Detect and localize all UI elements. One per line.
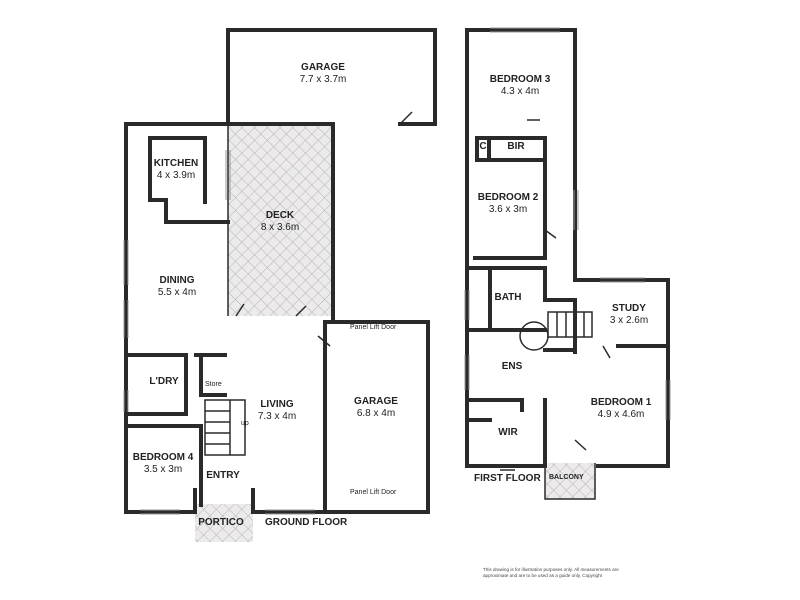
first-floor-title: FIRST FLOOR	[474, 473, 541, 484]
first-floor-walls	[465, 28, 670, 500]
balcony-label: BALCONY	[549, 474, 584, 481]
dining-label: DINING 5.5 x 4m	[158, 275, 196, 299]
c-label: C	[479, 141, 486, 153]
dining-size: 5.5 x 4m	[157, 287, 197, 298]
portico-area	[195, 504, 253, 542]
bir-name: BIR	[507, 141, 525, 152]
store-label: Store	[205, 381, 222, 388]
living-name: LIVING	[260, 399, 294, 410]
kitchen-label: KITCHEN 4 x 3.9m	[154, 158, 198, 182]
balcony-area	[545, 463, 595, 499]
entry-label: ENTRY	[206, 470, 240, 482]
wir-name: WIR	[498, 427, 518, 438]
bedroom3-label: BEDROOM 3 4.3 x 4m	[490, 74, 551, 98]
garage-bottom-size: 6.8 x 4m	[356, 408, 396, 419]
study-label: STUDY 3 x 2.6m	[610, 303, 648, 327]
deck-label: DECK 8 x 3.6m	[261, 210, 299, 234]
kitchen-name: KITCHEN	[153, 158, 199, 169]
study-name: STUDY	[612, 303, 646, 314]
ens-name: ENS	[501, 361, 523, 372]
ens-label: ENS	[502, 361, 523, 373]
deck-area	[228, 124, 333, 316]
first-floor-windows	[464, 27, 671, 420]
panel-lift-door-top: Panel Lift Door	[350, 324, 397, 331]
garage-top-size: 7.7 x 3.7m	[299, 74, 347, 85]
ldry-label: L'DRY	[149, 376, 178, 388]
bath-name: BATH	[494, 292, 522, 303]
bir-label: BIR	[507, 141, 524, 153]
portico-name: PORTICO	[198, 517, 244, 528]
ground-floor-title: GROUND FLOOR	[265, 517, 348, 528]
bedroom2-label: BEDROOM 2 3.6 x 3m	[478, 192, 539, 216]
portico-label: PORTICO	[198, 517, 244, 529]
deck-name: DECK	[265, 210, 295, 221]
bath-label: BATH	[494, 292, 521, 304]
ground-floor-windows	[123, 150, 315, 515]
panel-lift-door-bottom: Panel Lift Door	[350, 489, 397, 496]
living-size: 7.3 x 4m	[257, 411, 297, 422]
garage-bottom-name: GARAGE	[354, 396, 398, 407]
study-size: 3 x 2.6m	[609, 315, 649, 326]
bedroom1-size: 4.9 x 4.6m	[597, 409, 645, 420]
bedroom4-name: BEDROOM 4	[132, 452, 194, 463]
disclaimer-text: This drawing is for illustration purpose…	[483, 567, 619, 578]
entry-name: ENTRY	[206, 470, 240, 481]
stair-up-label: up	[241, 420, 249, 427]
wir-label: WIR	[498, 427, 517, 439]
garage-top-label: GARAGE 7.7 x 3.7m	[300, 62, 347, 86]
bedroom1-name: BEDROOM 1	[590, 397, 652, 408]
bedroom3-size: 4.3 x 4m	[500, 86, 540, 97]
dining-name: DINING	[159, 275, 195, 286]
c-name: C	[479, 141, 487, 152]
ground-floor-walls	[124, 28, 437, 514]
bedroom2-name: BEDROOM 2	[477, 192, 539, 203]
garage-top-name: GARAGE	[301, 62, 345, 73]
bedroom2-size: 3.6 x 3m	[488, 204, 528, 215]
ldry-name: L'DRY	[149, 376, 179, 387]
living-label: LIVING 7.3 x 4m	[258, 399, 296, 423]
bedroom4-size: 3.5 x 3m	[143, 464, 183, 475]
garage-bottom-label: GARAGE 6.8 x 4m	[354, 396, 398, 420]
door-swings	[235, 111, 611, 471]
deck-size: 8 x 3.6m	[260, 222, 300, 233]
bedroom3-name: BEDROOM 3	[489, 74, 551, 85]
kitchen-size: 4 x 3.9m	[156, 170, 196, 181]
bedroom4-label: BEDROOM 4 3.5 x 3m	[133, 452, 194, 476]
bedroom1-label: BEDROOM 1 4.9 x 4.6m	[591, 397, 652, 421]
